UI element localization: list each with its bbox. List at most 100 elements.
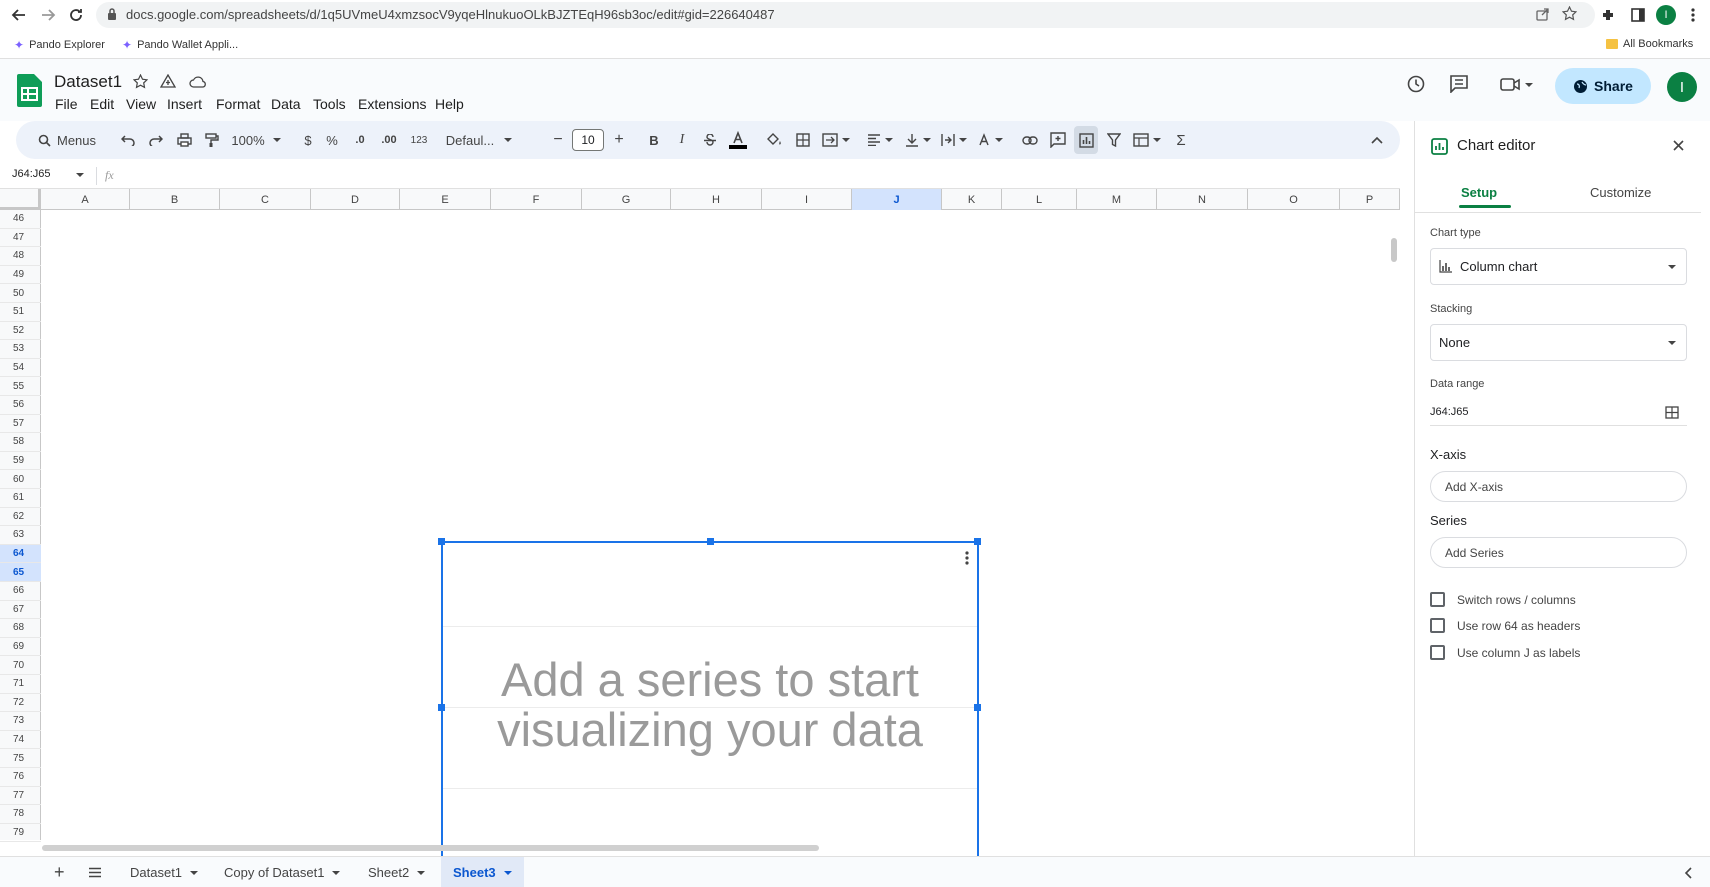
- browser-menu-icon[interactable]: [1690, 7, 1696, 23]
- row-header-78[interactable]: 78: [0, 805, 41, 824]
- row-header-51[interactable]: 51: [0, 303, 41, 322]
- checkbox-box[interactable]: [1430, 592, 1445, 607]
- back-icon[interactable]: [6, 2, 32, 28]
- scroll-thumb[interactable]: [1391, 238, 1397, 262]
- row-header-67[interactable]: 67: [0, 601, 41, 620]
- collapse-toolbar-icon[interactable]: [1366, 121, 1388, 159]
- row-header-47[interactable]: 47: [0, 229, 41, 248]
- row-header-50[interactable]: 50: [0, 284, 41, 303]
- resize-handle[interactable]: [438, 538, 445, 545]
- column-header-m[interactable]: M: [1077, 189, 1157, 210]
- resize-handle[interactable]: [438, 704, 445, 711]
- share-page-icon[interactable]: [1536, 7, 1550, 21]
- row-header-48[interactable]: 48: [0, 247, 41, 266]
- name-box[interactable]: J64:J65: [12, 168, 51, 180]
- menu-format[interactable]: Format: [216, 96, 261, 112]
- row-header-74[interactable]: 74: [0, 731, 41, 750]
- font-family-select[interactable]: Defaul...: [440, 121, 518, 159]
- row-header-73[interactable]: 73: [0, 712, 41, 731]
- reload-icon[interactable]: [63, 2, 89, 28]
- add-series-button[interactable]: Add Series: [1430, 537, 1687, 568]
- all-bookmarks[interactable]: All Bookmarks: [1606, 38, 1693, 50]
- row-header-54[interactable]: 54: [0, 359, 41, 378]
- close-icon[interactable]: [1673, 140, 1684, 151]
- increase-font-size-button[interactable]: +: [614, 131, 624, 148]
- row-header-53[interactable]: 53: [0, 340, 41, 359]
- insert-link-icon[interactable]: [1018, 121, 1042, 159]
- tab-setup[interactable]: Setup: [1461, 185, 1498, 200]
- column-header-h[interactable]: H: [671, 189, 762, 210]
- menu-extensions[interactable]: Extensions: [358, 96, 427, 112]
- column-header-e[interactable]: E: [400, 189, 491, 210]
- row-header-46[interactable]: 46: [0, 210, 41, 229]
- column-header-a[interactable]: A: [41, 189, 130, 210]
- resize-handle[interactable]: [707, 538, 714, 545]
- fill-color-icon[interactable]: [762, 121, 786, 159]
- more-formats-button[interactable]: 123: [410, 134, 428, 146]
- functions-button[interactable]: Σ: [1176, 131, 1186, 149]
- comments-icon[interactable]: [1449, 75, 1469, 93]
- move-icon[interactable]: [160, 74, 176, 89]
- formula-input[interactable]: [125, 166, 1390, 186]
- checkbox-box[interactable]: [1430, 618, 1445, 633]
- column-header-g[interactable]: G: [582, 189, 671, 210]
- row-header-55[interactable]: 55: [0, 377, 41, 396]
- bookmark-item[interactable]: ✦ Pando Explorer: [14, 38, 105, 52]
- row-header-52[interactable]: 52: [0, 322, 41, 341]
- version-history-icon[interactable]: [1406, 74, 1426, 94]
- extensions-icon[interactable]: [1600, 7, 1616, 23]
- redo-icon[interactable]: [144, 121, 168, 159]
- increase-decimal-button[interactable]: .00: [381, 134, 397, 146]
- star-icon[interactable]: [1562, 6, 1577, 21]
- row-header-69[interactable]: 69: [0, 638, 41, 657]
- add-sheet-button[interactable]: +: [54, 862, 65, 882]
- decrease-decimal-button[interactable]: .0: [355, 134, 365, 146]
- resize-handle[interactable]: [974, 704, 981, 711]
- switch-rows-columns-checkbox[interactable]: Switch rows / columns: [1430, 592, 1576, 607]
- font-size-input[interactable]: 10: [572, 129, 604, 151]
- row-header-62[interactable]: 62: [0, 508, 41, 527]
- select-all-corner[interactable]: [0, 189, 41, 210]
- forward-icon[interactable]: [35, 2, 61, 28]
- menus-search[interactable]: Menus: [24, 121, 110, 159]
- merge-cells-icon[interactable]: [818, 121, 854, 159]
- menu-insert[interactable]: Insert: [167, 96, 203, 112]
- filter-icon[interactable]: [1102, 121, 1126, 159]
- row-header-60[interactable]: 60: [0, 470, 41, 489]
- filter-views-icon[interactable]: [1130, 121, 1164, 159]
- column-header-p[interactable]: P: [1340, 189, 1400, 210]
- row-header-56[interactable]: 56: [0, 396, 41, 415]
- account-avatar[interactable]: I: [1667, 72, 1697, 102]
- add-xaxis-button[interactable]: Add X-axis: [1430, 471, 1687, 502]
- sheets-logo-icon[interactable]: [17, 74, 42, 107]
- column-header-f[interactable]: F: [491, 189, 582, 210]
- browser-profile-avatar[interactable]: I: [1656, 5, 1676, 25]
- sidepanel-icon[interactable]: [1630, 7, 1646, 23]
- use-row-headers-checkbox[interactable]: Use row 64 as headers: [1430, 618, 1580, 633]
- insert-comment-icon[interactable]: [1046, 121, 1070, 159]
- use-column-labels-checkbox[interactable]: Use column J as labels: [1430, 645, 1580, 660]
- text-rotation-icon[interactable]: [974, 121, 1006, 159]
- star-icon[interactable]: [133, 74, 148, 89]
- tab-customize[interactable]: Customize: [1590, 185, 1652, 200]
- sheet-tab-sheet3[interactable]: Sheet3: [441, 857, 524, 887]
- chart-object[interactable]: Add a series to start visualizing your d…: [438, 538, 981, 874]
- menu-tools[interactable]: Tools: [313, 96, 346, 112]
- column-header-j[interactable]: J: [852, 189, 942, 210]
- column-header-i[interactable]: I: [762, 189, 852, 210]
- bold-button[interactable]: B: [649, 132, 659, 148]
- paint-format-icon[interactable]: [200, 121, 224, 159]
- strikethrough-icon[interactable]: [700, 121, 720, 159]
- decrease-font-size-button[interactable]: −: [553, 131, 563, 148]
- horizontal-scrollbar[interactable]: [42, 845, 819, 851]
- column-header-l[interactable]: L: [1002, 189, 1077, 210]
- sheet-tab-dataset1[interactable]: Dataset1: [118, 857, 210, 887]
- share-button[interactable]: Share: [1555, 68, 1651, 104]
- stacking-select[interactable]: None: [1430, 324, 1687, 361]
- insert-chart-icon[interactable]: [1074, 126, 1098, 154]
- menu-data[interactable]: Data: [271, 96, 301, 112]
- data-range-input[interactable]: J64:J65: [1430, 406, 1469, 418]
- address-bar[interactable]: docs.google.com/spreadsheets/d/1q5UVmeU4…: [96, 2, 1595, 28]
- checkbox-box[interactable]: [1430, 645, 1445, 660]
